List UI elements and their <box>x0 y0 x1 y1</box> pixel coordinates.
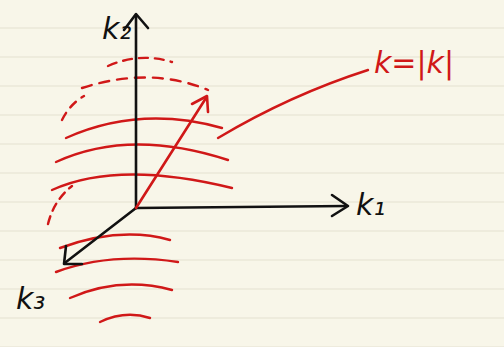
magnitude-label: k=|k| <box>374 48 454 78</box>
axis-label: k₂ <box>102 14 131 44</box>
coordinate-axes <box>64 14 348 264</box>
axis-label: k₃ <box>16 284 45 314</box>
sphere-arcs <box>48 58 232 322</box>
axis-label: k₁ <box>356 190 385 220</box>
k-vector <box>136 96 208 208</box>
leader-line <box>218 70 368 138</box>
